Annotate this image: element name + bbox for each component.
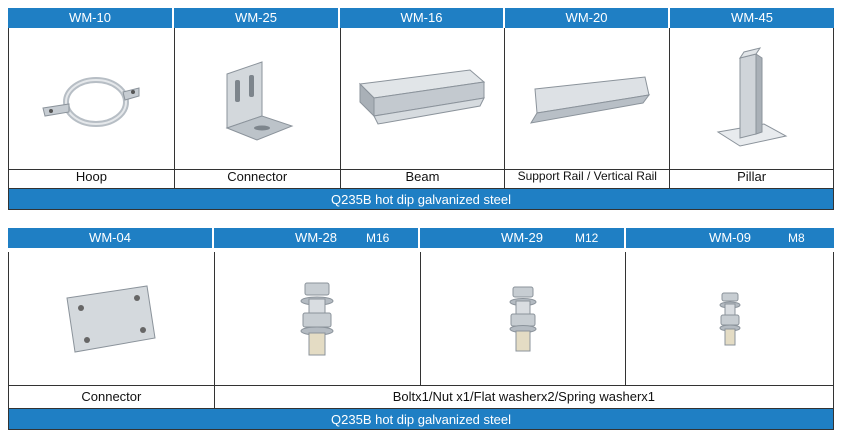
code-header-wm28: WM-28 M16 — [214, 228, 420, 248]
hoop-image — [9, 28, 175, 169]
code-label: WM-29 — [501, 230, 543, 245]
hoop-icon — [42, 76, 140, 127]
code-header: WM-20 — [505, 8, 670, 28]
code-header: WM-16 — [340, 8, 505, 28]
material-bar: Q235B hot dip galvanized steel — [8, 408, 834, 430]
product-table-top: WM-10 WM-25 WM-16 WM-20 WM-45 — [8, 8, 834, 214]
product-name: Connector — [175, 164, 341, 188]
code-header: WM-25 — [174, 8, 340, 28]
code-label: WM-09 — [709, 230, 751, 245]
size-label: M12 — [575, 231, 599, 245]
bolt-icon — [509, 286, 537, 351]
size-label: M16 — [366, 231, 390, 245]
rail-icon — [530, 75, 651, 124]
product-name: Pillar — [670, 164, 834, 188]
plate-connector-image — [9, 252, 215, 385]
plate-connector-icon — [66, 284, 156, 353]
bolt-set-description: Boltx1/Nut x1/Flat washerx2/Spring washe… — [215, 384, 834, 408]
bolt-m16-image — [215, 252, 421, 385]
pillar-image — [670, 28, 834, 169]
angle-connector-icon — [225, 60, 294, 141]
bolt-icon — [719, 292, 741, 345]
name-row: Hoop Connector Beam Support Rail / Verti… — [8, 164, 834, 188]
code-header-wm09: WM-09 M8 — [626, 228, 834, 248]
product-name: Connector — [9, 384, 215, 408]
header-row: WM-10 WM-25 WM-16 WM-20 WM-45 — [8, 8, 834, 28]
rail-image — [505, 28, 671, 169]
header-row: WM-04 WM-28 M16 WM-29 M12 WM-09 M8 — [8, 228, 834, 248]
product-table-bottom: WM-04 WM-28 M16 WM-29 M12 WM-09 M8 — [8, 228, 834, 436]
bolt-m8-image — [626, 252, 834, 385]
product-name: Hoop — [9, 164, 175, 188]
code-header: WM-45 — [670, 8, 834, 28]
code-header-wm29: WM-29 M12 — [420, 228, 626, 248]
name-row: Connector Boltx1/Nut x1/Flat washerx2/Sp… — [8, 384, 834, 408]
bolt-m12-image — [421, 252, 627, 385]
pillar-icon — [716, 46, 787, 147]
product-name: Beam — [341, 164, 506, 188]
image-row — [8, 28, 834, 170]
code-header: WM-04 — [8, 228, 214, 248]
beam-image — [341, 28, 506, 169]
code-label: WM-28 — [295, 230, 337, 245]
product-name: Support Rail / Vertical Rail — [505, 164, 671, 188]
image-row — [8, 252, 834, 386]
code-header: WM-10 — [8, 8, 174, 28]
bolt-icon — [300, 282, 334, 355]
size-label: M8 — [788, 231, 805, 245]
material-bar: Q235B hot dip galvanized steel — [8, 188, 834, 210]
beam-icon — [359, 68, 486, 125]
angle-connector-image — [175, 28, 341, 169]
